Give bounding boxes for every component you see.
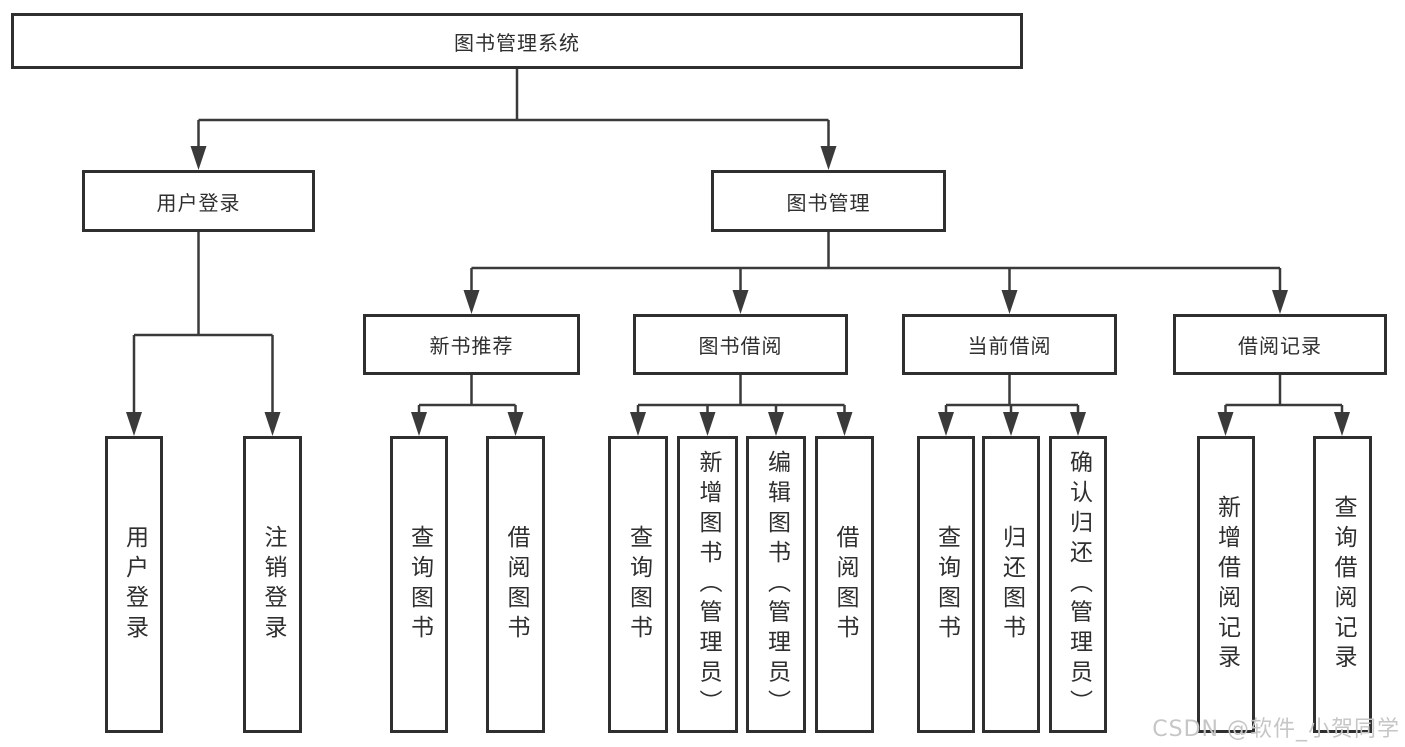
node-current-borrowing: 当前借阅 <box>902 314 1117 375</box>
node-leaf-borrow-books-2: 借阅图书 <box>815 436 874 733</box>
node-leaf-query-books-3: 查询图书 <box>917 436 975 733</box>
node-leaf-query-books-1: 查询图书 <box>390 436 448 733</box>
node-leaf-add-borrow-record: 新增借阅记录 <box>1197 436 1255 733</box>
connector-lines <box>132 69 1344 414</box>
arrowhead-icons <box>126 146 1350 436</box>
node-leaf-query-books-2: 查询图书 <box>608 436 668 733</box>
node-leaf-logout: 注销登录 <box>243 436 302 733</box>
node-leaf-add-book-admin: 新增图书（管理员） <box>677 436 738 733</box>
node-book-borrowing: 图书借阅 <box>633 314 848 375</box>
watermark-text: CSDN @软件_小贺同学 <box>1152 717 1400 742</box>
node-book-management-module: 图书管理 <box>711 170 946 232</box>
node-leaf-edit-book-admin: 编辑图书（管理员） <box>746 436 806 733</box>
node-leaf-return-book: 归还图书 <box>982 436 1040 733</box>
node-new-book-recommend: 新书推荐 <box>363 314 580 375</box>
node-leaf-confirm-return-admin: 确认归还（管理员） <box>1049 436 1107 733</box>
node-library-management-system: 图书管理系统 <box>11 13 1023 69</box>
node-leaf-query-borrow-record: 查询借阅记录 <box>1313 436 1372 733</box>
node-borrowing-records: 借阅记录 <box>1173 314 1387 375</box>
node-leaf-borrow-books-1: 借阅图书 <box>486 436 545 733</box>
node-leaf-user-login: 用户登录 <box>105 436 163 733</box>
node-user-login-module: 用户登录 <box>82 170 315 232</box>
